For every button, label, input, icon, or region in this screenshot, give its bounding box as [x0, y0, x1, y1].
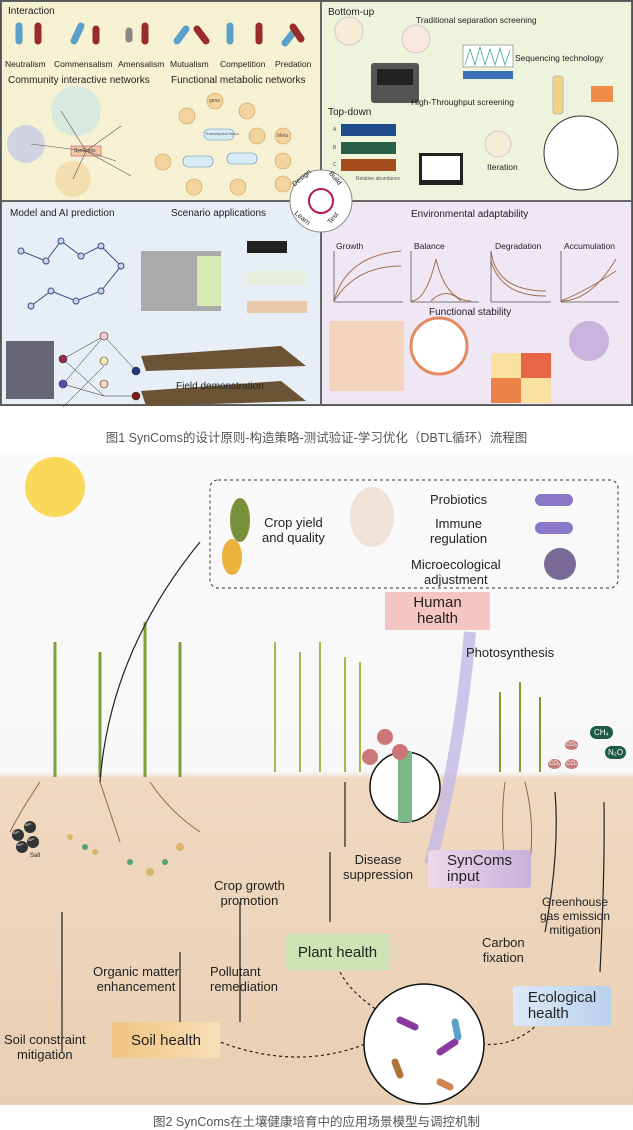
label-competition: Competition — [220, 59, 266, 69]
al-ion-2: Al³⁺ — [25, 822, 32, 827]
scenario-label: Scenario applications — [171, 208, 267, 219]
bottom-up-label: Bottom-up — [328, 7, 375, 18]
al-ion-1: Al³⁺ — [13, 830, 20, 835]
label-mutualism: Mutualism — [170, 59, 209, 69]
carbon-fixation-label: Carbon fixation — [482, 935, 525, 965]
row-a: A — [333, 127, 337, 133]
env-adapt-label: Environmental adaptability — [411, 209, 529, 220]
syncoms-node-label: SynComs — [74, 148, 96, 154]
traditional-screening-label: Traditional separation screening — [416, 15, 537, 25]
figure-2: Crop yield and quality Probiotics Immune… — [0, 452, 633, 1105]
co2-bubble-1: CO₂ — [565, 740, 579, 750]
row-b: B — [333, 145, 337, 151]
gene-node: gene — [209, 98, 221, 104]
accumulation-label: Accumulation — [564, 241, 616, 251]
n2o-cloud: N₂O — [605, 746, 627, 759]
al-ion-3: Al³⁺ — [17, 842, 24, 847]
syncoms-input-box: SynComs input — [428, 850, 531, 888]
row-c: C — [333, 162, 337, 168]
photosynthesis-label: Photosynthesis — [466, 645, 555, 660]
salt-label: Salt — [30, 853, 41, 859]
tf-node: Transcription factor — [205, 131, 240, 136]
soil-constraint-label: Soil constraint mitigation — [4, 1032, 86, 1062]
figure-2-caption: 图2 SynComs在土壤健康培育中的应用场景模型与调控机制 — [152, 1115, 481, 1129]
crop-yield-text: Crop yield and quality — [262, 515, 325, 545]
organic-matter-label: Organic matter enhancement — [93, 964, 179, 994]
plant-health-box: Plant health — [285, 934, 390, 970]
high-throughput-label: High-Throughput screening — [411, 97, 515, 107]
pollutant-label: Pollutant remediation — [210, 964, 278, 994]
ch4-cloud: CH₄ — [590, 726, 613, 739]
top-down-label: Top-down — [328, 107, 372, 118]
co2-bubble-3: CO₂ — [565, 759, 579, 769]
label-amensalism: Amensalism — [118, 59, 165, 69]
relative-abundance-label: Relative abundance — [356, 176, 401, 182]
soil-health-box: Soil health — [112, 1022, 220, 1058]
microbe-circle — [363, 983, 485, 1105]
meta-node: Meta — [277, 133, 289, 139]
crop-growth-label: Crop growth promotion — [214, 878, 285, 908]
growth-label: Growth — [336, 241, 364, 251]
ecological-health-box: Ecological health — [513, 986, 611, 1026]
sun-icon — [25, 457, 85, 517]
al-ion-4: Al³⁺ — [28, 837, 35, 842]
human-health-box: Human health — [413, 594, 462, 627]
community-networks-title: Community interactive networks — [8, 75, 150, 86]
greenhouse-label: Greenhouse gas emission mitigation — [540, 895, 611, 937]
label-commensalism: Commensalism — [54, 59, 113, 69]
metabolic-networks-title: Functional metabolic networks — [171, 75, 306, 86]
disease-suppression-label: Disease suppression — [343, 852, 414, 882]
functional-stability-label: Functional stability — [429, 307, 512, 318]
microecological-label: Microecological adjustment — [411, 557, 501, 587]
field-demonstration-label: Field demonstration — [176, 381, 264, 392]
model-ai-label: Model and AI prediction — [10, 208, 115, 219]
crop-yield-label: Crop yield and quality — [262, 515, 325, 545]
immune-label: Immune regulation — [430, 516, 488, 546]
degradation-label: Degradation — [495, 241, 542, 251]
balance-label: Balance — [414, 241, 445, 251]
sequencing-label: Sequencing technology — [515, 53, 604, 63]
iteration-label: Iteration — [487, 162, 518, 172]
figure-1: Interaction Neutralism Commensalism Amen… — [0, 0, 633, 407]
probiotics-label: Probiotics — [430, 492, 488, 507]
figure-1-caption: 图1 SynComs的设计原则-构造策略-测试验证-学习优化（DBTL循环）流程… — [105, 431, 528, 445]
figure-2-illustrations — [9, 457, 619, 1105]
label-predation: Predation — [275, 59, 312, 69]
interaction-title: Interaction — [8, 6, 55, 17]
label-neutralism: Neutralism — [5, 59, 46, 69]
figure-1-illustrations — [6, 16, 619, 407]
co2-bubble-2: CO₂ — [548, 759, 562, 769]
